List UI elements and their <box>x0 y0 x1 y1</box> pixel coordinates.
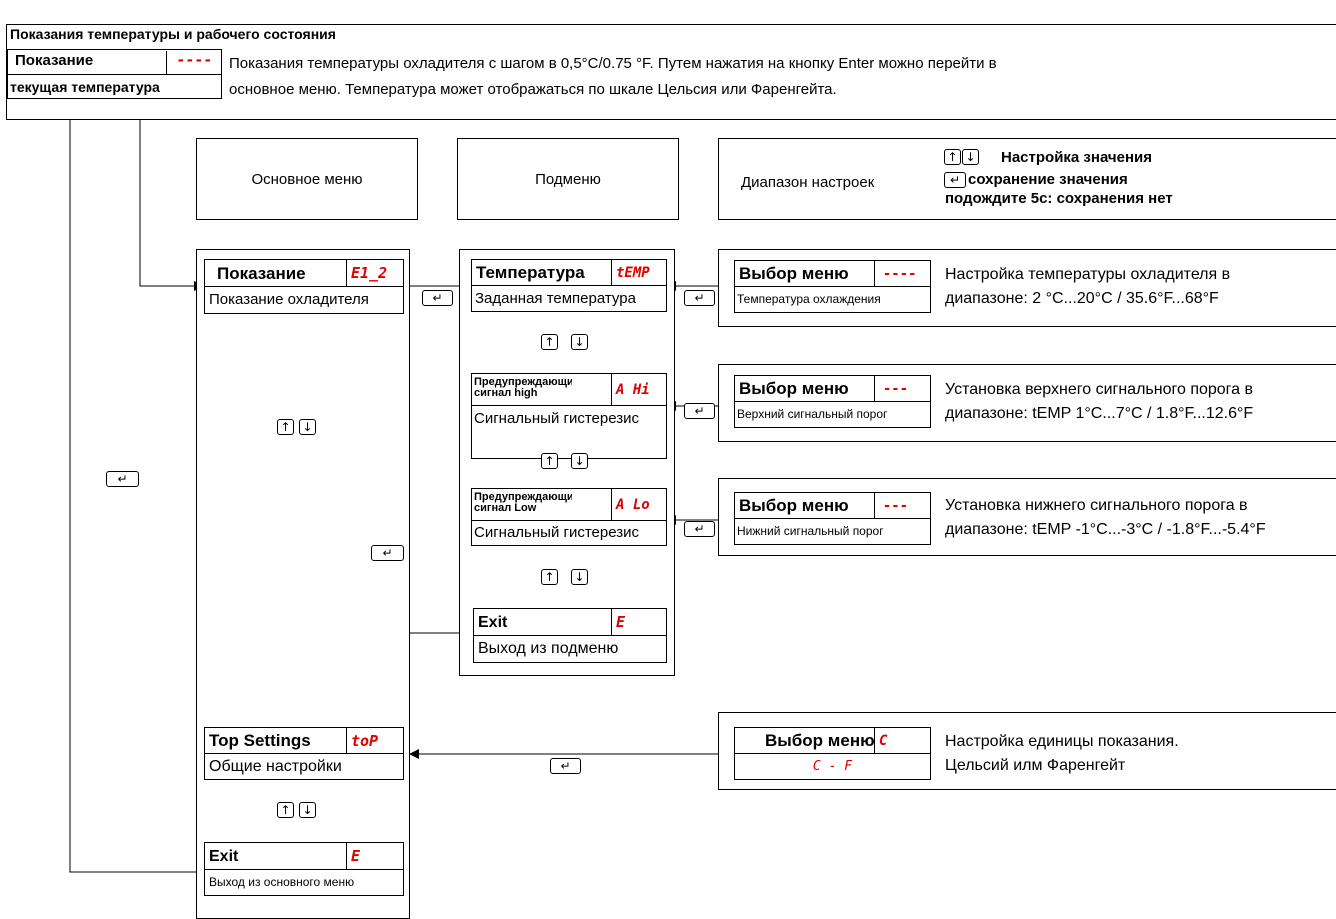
sub-item-exit-label: Exit <box>474 609 611 636</box>
setting-4-desc-line1: Настройка единицы показания. <box>945 733 1179 750</box>
top-description-line1: Показания температуры охладителя с шагом… <box>229 55 997 72</box>
legend-up-key-icon: ↑ <box>944 149 961 165</box>
header-submenu-label: Подменю <box>535 170 601 188</box>
setting-4-label: Выбор меню <box>735 728 874 754</box>
setting-3-code: --- <box>874 493 930 519</box>
sub-item-temperature: Температура tEMP Заданная температура <box>471 259 667 312</box>
setting-1-sub: Температура охлаждения <box>737 292 881 306</box>
main-down-key-icon: ↓ <box>299 419 316 435</box>
setting-4-desc-line2: Цельсий илм Фаренгейт <box>945 757 1126 774</box>
setting-1-desc-line1: Настройка температуры охладителя в <box>945 266 1231 283</box>
main-item-exit-label: Exit <box>205 843 346 870</box>
setting-2-sub: Верхний сигнальный порог <box>737 407 888 421</box>
sub-up-key-icon-2: ↑ <box>541 453 558 469</box>
topsettings-to-unit-enter-key-icon: ↵ <box>550 758 581 774</box>
main-item-display-label: Показание <box>205 260 346 287</box>
main-up-key-icon: ↑ <box>277 419 294 435</box>
sub-item-alarm-low: Предупреждающий сигнал Low A Lo Сигнальн… <box>471 488 667 546</box>
sub-down-key-icon-1: ↓ <box>571 334 588 350</box>
sub-item-temperature-sub: Заданная температура <box>475 290 636 307</box>
main-item-exit-code: E <box>346 843 403 870</box>
topsettings-down-key-icon: ↓ <box>299 802 316 818</box>
main-item-top-settings: Top Settings toP Общие настройки <box>204 727 404 780</box>
setting-2-label: Выбор меню <box>735 376 874 402</box>
setting-4-sub: C - F <box>812 759 853 774</box>
top-display-box: Показание ---- текущая температура <box>7 49 222 99</box>
setting-1: Выбор меню ---- Температура охлаждения <box>734 260 931 313</box>
main-item-top-settings-sub: Общие настройки <box>209 758 342 775</box>
main-item-display-code: E1_2 <box>346 260 403 287</box>
sub-item-alarm-low-label: Предупреждающий сигнал Low <box>472 489 572 521</box>
legend-wait-text: подождите 5с: сохранения нет <box>945 190 1173 207</box>
legend-enter-key-icon: ↵ <box>944 172 966 188</box>
top-description-line2: основное меню. Температура может отображ… <box>229 81 837 98</box>
sub-item-alarm-high: Предупреждающий сигнал high A Hi Сигналь… <box>471 373 667 459</box>
submenu-column <box>459 249 675 676</box>
sub-down-key-icon-2: ↓ <box>571 453 588 469</box>
legend-enter-text: сохранение значения <box>968 171 1128 188</box>
sub-item-alarm-high-label: Предупреждающий сигнал high <box>472 374 572 406</box>
main-item-exit: Exit E Выход из основного меню <box>204 842 404 896</box>
sub-up-key-icon-3: ↑ <box>541 569 558 585</box>
top-display-label: Показание <box>15 52 94 69</box>
setting-4-code: C <box>874 728 930 754</box>
main-item-display-sub: Показание охладителя <box>209 291 369 308</box>
header-main-menu: Основное меню <box>196 138 418 220</box>
sub-item-alarm-high-code: A Hi <box>611 374 666 406</box>
main-to-submenu-enter-key-icon: ↵ <box>422 290 453 306</box>
sub-item-alarm-high-spacer <box>572 374 611 406</box>
setting-4: Выбор меню C C - F <box>734 727 931 780</box>
main-enter-key-icon: ↵ <box>371 545 404 561</box>
sub-up-key-icon-1: ↑ <box>541 334 558 350</box>
sub-item-temperature-code: tEMP <box>611 260 666 286</box>
top-display-code: ---- <box>166 51 222 75</box>
sub-item-alarm-high-sub: Сигнальный гистерезис <box>474 410 639 427</box>
sub-item-alarm-low-code: A Lo <box>611 489 666 521</box>
setting-2-desc-line1: Установка верхнего сигнального порога в <box>945 381 1253 398</box>
sub-item-alarm-low-sub: Сигнальный гистерезис <box>474 524 639 541</box>
setting-3-desc-line1: Установка нижнего сигнального порога в <box>945 497 1248 514</box>
top-section-title: Показания температуры и рабочего состоян… <box>10 26 336 42</box>
sub-item-temperature-label: Температура <box>472 260 611 286</box>
sub-item-exit-code: E <box>611 609 666 636</box>
sub-down-key-icon-3: ↓ <box>571 569 588 585</box>
header-range: Диапазон настроек <box>718 138 1336 220</box>
sub-item-exit: Exit E Выход из подменю <box>473 608 667 663</box>
sub-to-setting-enter-key-icon-2: ↵ <box>684 403 715 419</box>
exit-enter-key-icon: ↵ <box>106 471 139 487</box>
setting-1-code: ---- <box>874 261 930 287</box>
main-item-exit-sub: Выход из основного меню <box>209 875 355 889</box>
setting-3-label: Выбор меню <box>735 493 874 519</box>
sub-item-alarm-low-spacer <box>572 489 611 521</box>
legend-down-key-icon: ↓ <box>962 149 979 165</box>
setting-1-desc-line2: диапазоне: 2 °C...20°C / 35.6°F...68°F <box>945 290 1219 307</box>
sub-item-exit-sub: Выход из подменю <box>478 640 619 657</box>
main-item-top-settings-code: toP <box>346 728 403 754</box>
setting-3-desc-line2: диапазоне: tEMP -1°C...-3°C / -1.8°F...-… <box>945 521 1266 538</box>
header-main-menu-label: Основное меню <box>251 170 363 188</box>
setting-2-code: --- <box>874 376 930 402</box>
topsettings-up-key-icon: ↑ <box>277 802 294 818</box>
setting-3-sub: Нижний сигнальный порог <box>737 524 884 538</box>
sub-to-setting-enter-key-icon-3: ↵ <box>684 521 715 537</box>
header-submenu: Подменю <box>457 138 679 220</box>
legend-arrows-text: Настройка значения <box>1001 149 1152 166</box>
main-item-display: Показание E1_2 Показание охладителя <box>204 259 404 314</box>
header-range-label: Диапазон настроек <box>741 174 875 191</box>
setting-2: Выбор меню --- Верхний сигнальный порог <box>734 375 931 428</box>
setting-2-desc-line2: диапазоне: tEMP 1°C...7°C / 1.8°F...12.6… <box>945 405 1254 422</box>
setting-3: Выбор меню --- Нижний сигнальный порог <box>734 492 931 545</box>
sub-to-setting-enter-key-icon-1: ↵ <box>684 290 715 306</box>
top-section-frame <box>6 24 1336 120</box>
setting-1-label: Выбор меню <box>735 261 874 287</box>
top-display-sub: текущая температура <box>8 74 221 99</box>
main-menu-column <box>196 249 410 919</box>
main-item-top-settings-label: Top Settings <box>205 728 346 754</box>
